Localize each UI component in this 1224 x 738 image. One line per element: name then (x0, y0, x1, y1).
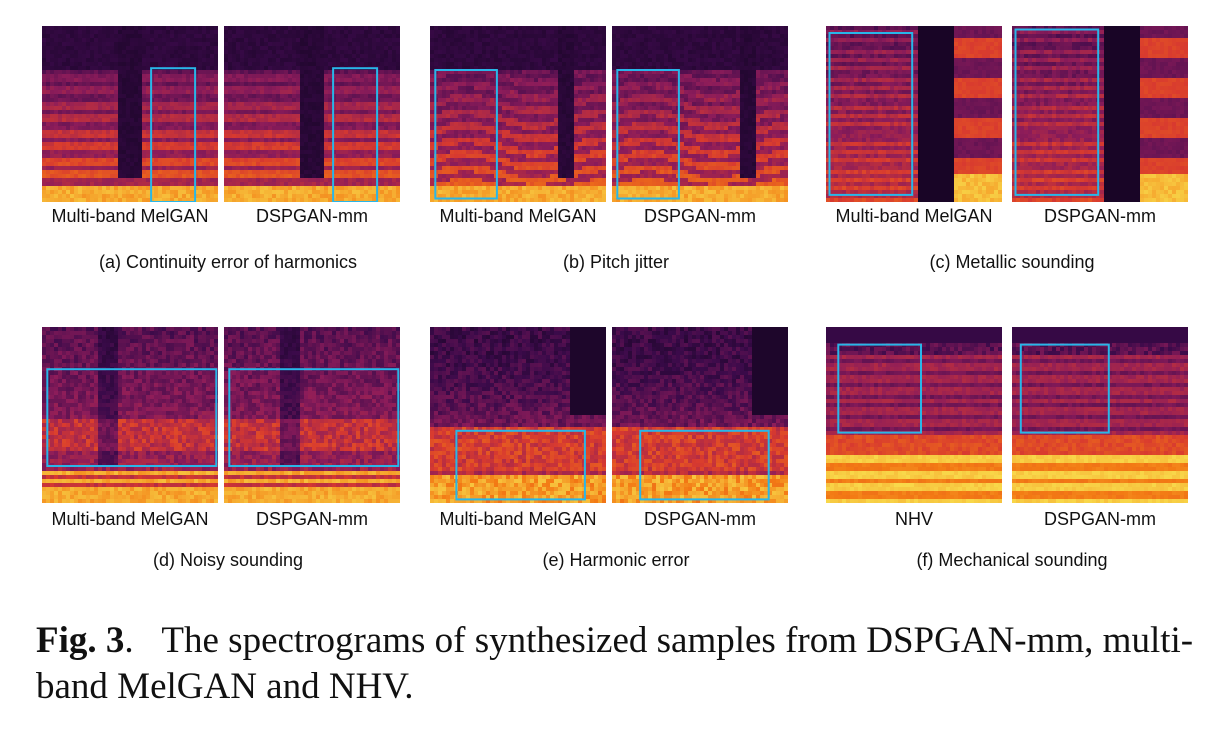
panel-a: Multi-band MelGAN DSPGAN-mm (a) Continui… (38, 26, 418, 306)
highlight-box (434, 69, 498, 200)
spectrogram-e-left (430, 327, 606, 503)
panel-caption-a: (a) Continuity error of harmonics (38, 252, 418, 273)
highlight-box (455, 429, 586, 501)
highlight-box (828, 32, 914, 196)
spectrogram-label-a-right: DSPGAN-mm (217, 206, 407, 227)
spectrogram-image (1012, 26, 1188, 202)
spectrogram-label-e-left: Multi-band MelGAN (423, 509, 613, 530)
spectrogram-label-c-left: Multi-band MelGAN (819, 206, 1009, 227)
spectrogram-f-left (826, 327, 1002, 503)
highlight-box (1014, 28, 1100, 196)
highlight-box (1019, 343, 1110, 434)
spectrogram-label-e-right: DSPGAN-mm (605, 509, 795, 530)
spectrogram-e-right (612, 327, 788, 503)
spectrogram-image (42, 327, 218, 503)
spectrogram-image (430, 26, 606, 202)
spectrogram-c-right (1012, 26, 1188, 202)
spectrogram-image (826, 327, 1002, 503)
highlight-box (837, 343, 922, 434)
spectrogram-label-d-right: DSPGAN-mm (217, 509, 407, 530)
panel-e: Multi-band MelGAN DSPGAN-mm (e) Harmonic… (426, 327, 806, 607)
panel-caption-e: (e) Harmonic error (426, 550, 806, 571)
spectrogram-label-a-left: Multi-band MelGAN (35, 206, 225, 227)
figure-caption-text: The spectrograms of synthesized samples … (36, 620, 1193, 707)
spectrogram-image (224, 26, 400, 202)
spectrogram-image (430, 327, 606, 503)
spectrogram-image (1012, 327, 1188, 503)
spectrogram-label-f-left: NHV (819, 509, 1009, 530)
spectrogram-image (224, 327, 400, 503)
spectrogram-c-left (826, 26, 1002, 202)
spectrogram-b-right (612, 26, 788, 202)
spectrogram-a-right (224, 26, 400, 202)
spectrogram-label-c-right: DSPGAN-mm (1005, 206, 1195, 227)
spectrogram-image (612, 26, 788, 202)
spectrogram-image (826, 26, 1002, 202)
highlight-box (150, 67, 197, 202)
highlight-box (46, 368, 218, 468)
figure-number: Fig. 3 (36, 620, 124, 661)
panel-caption-c: (c) Metallic sounding (822, 252, 1202, 273)
panel-c: Multi-band MelGAN DSPGAN-mm (c) Metallic… (822, 26, 1202, 306)
panel-caption-d: (d) Noisy sounding (38, 550, 418, 571)
spectrogram-a-left (42, 26, 218, 202)
spectrogram-d-left (42, 327, 218, 503)
figure-number-period: . (124, 620, 161, 661)
panel-caption-f: (f) Mechanical sounding (822, 550, 1202, 571)
panel-caption-b: (b) Pitch jitter (426, 252, 806, 273)
spectrogram-d-right (224, 327, 400, 503)
spectrogram-b-left (430, 26, 606, 202)
highlight-box (332, 67, 379, 202)
spectrogram-label-b-left: Multi-band MelGAN (423, 206, 613, 227)
figure-caption: Fig. 3. The spectrograms of synthesized … (36, 618, 1196, 710)
spectrogram-label-d-left: Multi-band MelGAN (35, 509, 225, 530)
highlight-box (616, 69, 680, 200)
highlight-box (639, 429, 770, 501)
spectrogram-image (612, 327, 788, 503)
spectrogram-label-f-right: DSPGAN-mm (1005, 509, 1195, 530)
highlight-box (228, 368, 400, 468)
panel-f: NHV DSPGAN-mm (f) Mechanical sounding (822, 327, 1202, 607)
panel-b: Multi-band MelGAN DSPGAN-mm (b) Pitch ji… (426, 26, 806, 306)
spectrogram-image (42, 26, 218, 202)
panel-d: Multi-band MelGAN DSPGAN-mm (d) Noisy so… (38, 327, 418, 607)
spectrogram-label-b-right: DSPGAN-mm (605, 206, 795, 227)
spectrogram-f-right (1012, 327, 1188, 503)
